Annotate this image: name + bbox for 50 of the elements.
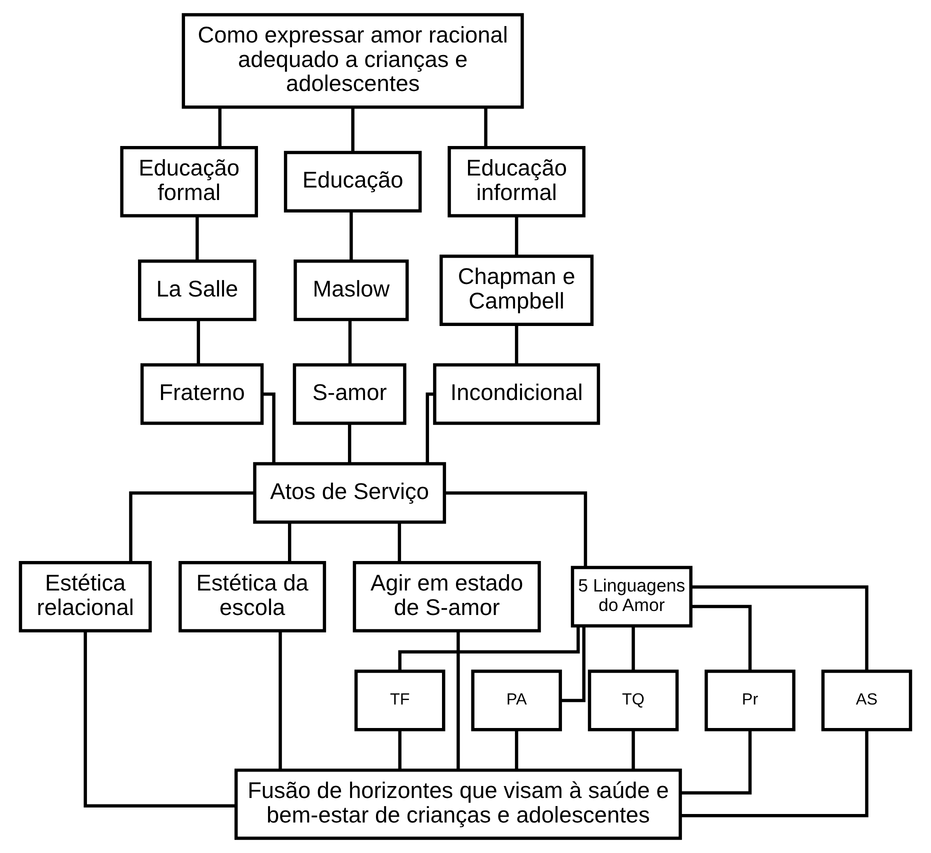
connector xyxy=(426,392,434,464)
node-box: Como expressar amor racional adequado a crianças e adolescentes xyxy=(182,13,524,109)
node-box: Fusão de horizontes que visam à saúde e bem-estar de crianças e adolescentes xyxy=(234,768,682,840)
connector xyxy=(350,211,353,261)
connector xyxy=(398,626,580,672)
connector xyxy=(561,626,586,702)
connector xyxy=(196,216,199,261)
node-box: PA xyxy=(471,670,562,732)
node-box: Estética da escola xyxy=(178,561,326,632)
node-box: Pr xyxy=(704,670,796,732)
connector xyxy=(398,730,402,770)
connector xyxy=(680,730,868,818)
connector xyxy=(262,392,276,464)
node-box: Fraterno xyxy=(140,363,264,425)
connector xyxy=(680,730,752,794)
node-box: TF xyxy=(354,670,446,732)
node-box: Educação formal xyxy=(120,146,258,218)
connector xyxy=(348,320,352,364)
node-box: Agir em estado de S-amor xyxy=(352,561,541,632)
connector xyxy=(514,324,518,365)
connector xyxy=(691,585,868,672)
node-box: Estética relacional xyxy=(18,561,152,632)
connector xyxy=(84,630,236,808)
connector xyxy=(484,107,488,148)
connector xyxy=(398,522,402,562)
connector xyxy=(456,631,460,770)
connector xyxy=(632,730,635,770)
connector xyxy=(692,604,752,672)
connector xyxy=(348,424,352,464)
node-box: Educação informal xyxy=(448,146,586,218)
connector xyxy=(196,320,200,364)
connector xyxy=(218,107,222,148)
node-box: Chapman e Campbell xyxy=(440,254,594,326)
node-box: TQ xyxy=(588,670,679,732)
connector xyxy=(444,491,588,568)
node-box: Educação xyxy=(284,150,422,212)
connector xyxy=(514,730,518,770)
connector xyxy=(129,491,254,562)
connector xyxy=(278,631,282,770)
node-box: La Salle xyxy=(138,260,256,322)
node-box: S-amor xyxy=(292,363,406,425)
connector xyxy=(288,522,292,562)
node-box: 5 Linguagens do Amor xyxy=(570,566,692,628)
connector xyxy=(351,107,354,152)
node-box: Atos de Serviço xyxy=(253,462,446,524)
node-box: AS xyxy=(821,670,912,732)
connector xyxy=(514,216,518,256)
node-box: Maslow xyxy=(294,260,409,322)
node-box: Incondicional xyxy=(433,363,600,425)
connector xyxy=(632,626,635,671)
